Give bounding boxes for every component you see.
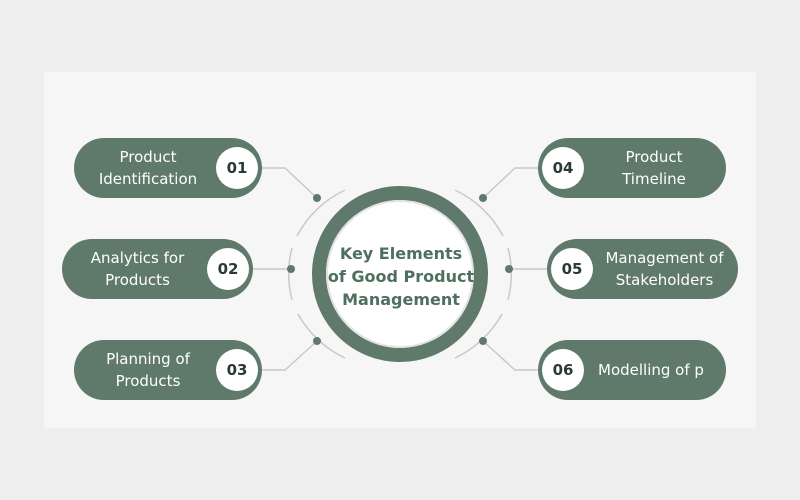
element-03-number: 03 [216,349,258,391]
center-ring [312,186,488,362]
element-04: 04 Product Timeline [538,138,726,198]
element-06: 06 Modelling of p [538,340,726,400]
element-05-number: 05 [551,248,593,290]
element-05-label-line1: Management of [605,249,724,267]
center-title-line2: of Good Product [327,266,475,286]
center-title-line1: Key Elements [339,243,463,263]
center-title: Key Elements of Good Product Management [303,188,499,364]
element-04-label-line1: Product [625,148,683,166]
element-01: Product Identification 01 [74,138,262,198]
element-03-label-line2: Products [115,372,181,390]
connector-dots [287,194,513,345]
element-01-label-line2: Identification [98,170,198,188]
element-01-label-line1: Product [119,148,177,166]
element-04-label: Product Timeline [584,146,726,190]
element-04-label-line2: Timeline [622,170,686,188]
connector-lines [253,167,547,371]
element-02-label-line2: Products [105,271,170,289]
element-03: Planning of Products 03 [74,340,262,400]
element-02-label-line1: Analytics for [90,249,185,267]
element-02-label: Analytics for Products [62,247,207,291]
element-06-number: 06 [542,349,584,391]
element-03-label: Planning of Products [74,348,216,392]
center-inner-ring [326,200,474,348]
element-06-label: Modelling of p [584,359,726,381]
center-title-line3: Management [342,289,460,309]
element-02: Analytics for Products 02 [62,239,253,299]
element-01-label: Product Identification [74,146,216,190]
element-06-label-line1: Modelling of p [598,361,704,379]
element-05-label: Management of Stakeholders [593,247,738,291]
element-04-number: 04 [542,147,584,189]
element-05: 05 Management of Stakeholders [547,239,738,299]
element-02-number: 02 [207,248,249,290]
element-01-number: 01 [216,147,258,189]
element-05-label-line2: Stakeholders [615,271,714,289]
element-03-label-line1: Planning of [106,350,190,368]
